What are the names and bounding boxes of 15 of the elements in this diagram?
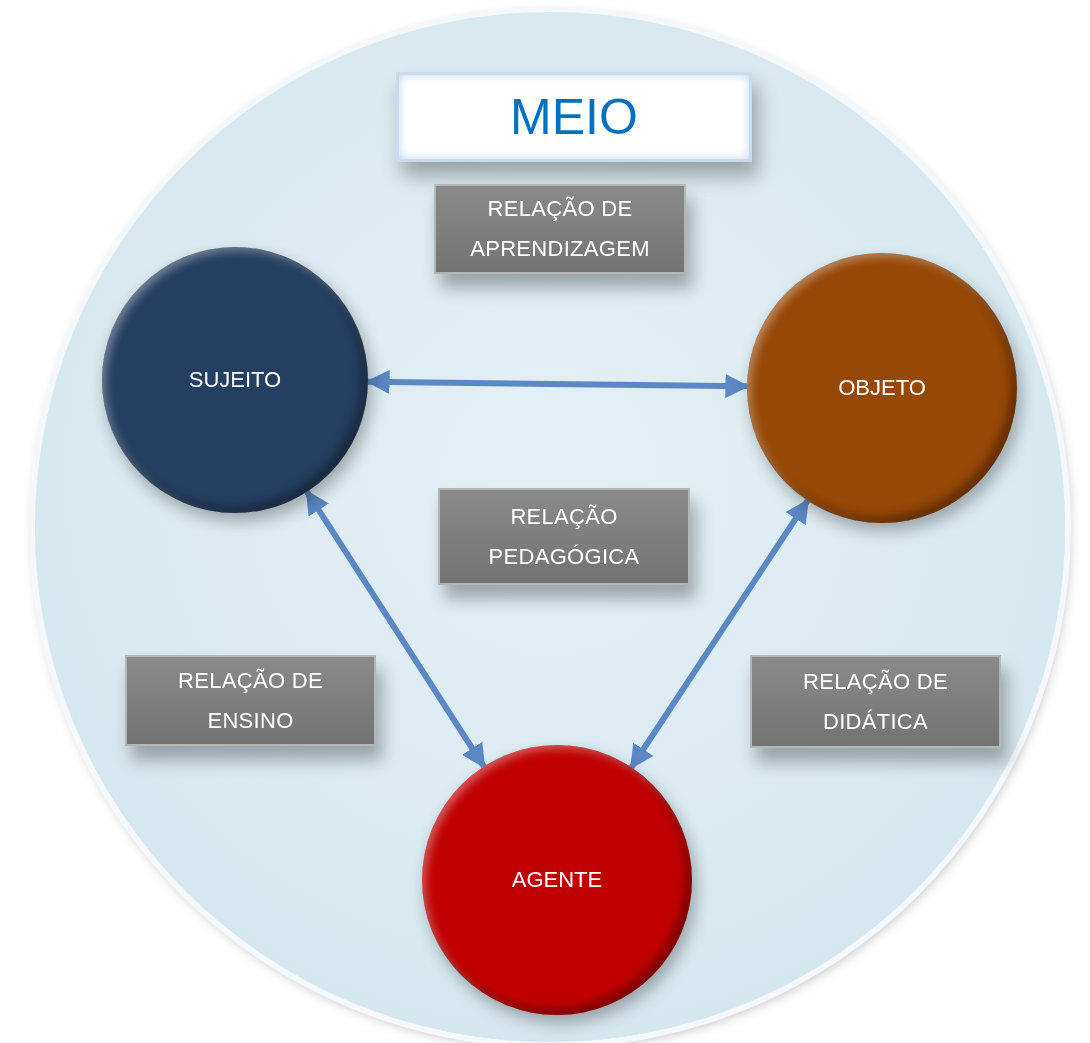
double-arrow [628, 498, 811, 770]
relation-box [750, 655, 1001, 748]
node-label: AGENTE [511, 867, 603, 893]
title-box [396, 72, 752, 162]
relation-label: RELAÇÃO DE DIDÁTICA [802, 667, 949, 736]
relation-box [125, 655, 376, 746]
title-text: MEIO [510, 88, 638, 146]
node-label: OBJETO [838, 375, 926, 401]
relation-box [438, 488, 690, 585]
relation-label: RELAÇÃO DE ENSINO [177, 666, 324, 735]
node-label: SUJEITO [188, 367, 282, 393]
relation-box [434, 184, 686, 274]
relation-label: RELAÇÃO DE APRENDIZAGEM [469, 195, 651, 263]
relation-label: RELAÇÃO PEDAGÓGICA [487, 502, 641, 571]
double-arrow [304, 489, 487, 769]
